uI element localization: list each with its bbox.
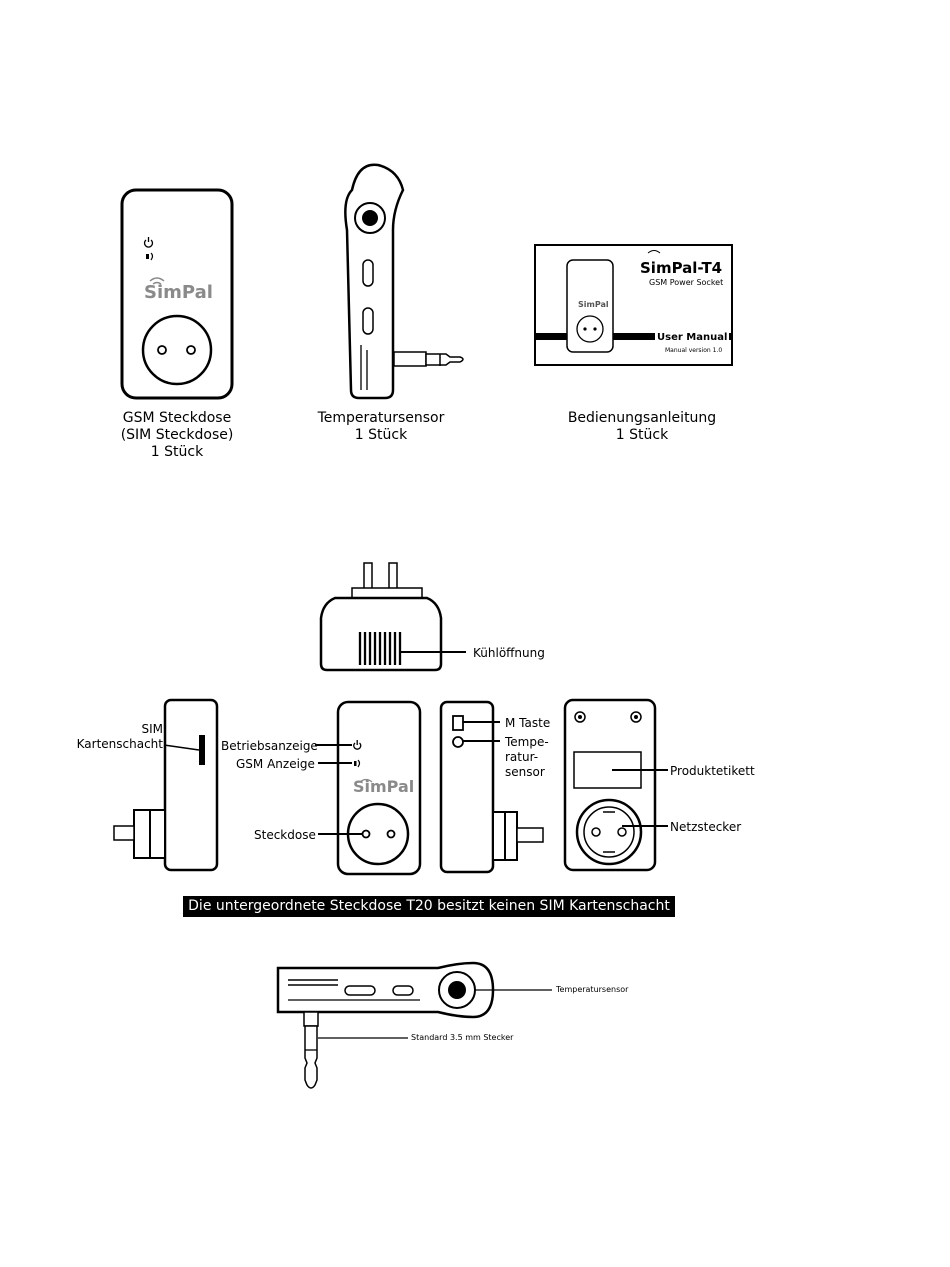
- label-power-indicator: Betriebsanzeige: [221, 739, 318, 753]
- wifi-icon: [149, 277, 165, 285]
- caption-temperature-sensor: Temperatursensor 1 Stück: [317, 410, 445, 443]
- manual-label: User Manual: [655, 332, 730, 343]
- manual-title: SimPal-T4: [640, 259, 723, 277]
- label-gsm-indicator: GSM Anzeige: [236, 757, 315, 771]
- manual-version: Manual version 1.0: [665, 347, 723, 354]
- caption-gsm-socket: GSM Steckdose (SIM Steckdose) 1 Stück: [120, 410, 234, 460]
- label-product-label: Produktetikett: [670, 764, 755, 778]
- manual-mini-logo: SimPal: [578, 300, 609, 309]
- front-brand-logo: SimPal: [353, 777, 415, 796]
- label-sensor-plug: Standard 3.5 mm Stecker: [411, 1033, 514, 1042]
- power-icon: [143, 237, 154, 248]
- label-temp-sensor-port: Tempe- ratur- sensor: [505, 735, 549, 779]
- label-sim-slot: SIM Kartenschacht: [76, 722, 163, 751]
- manual-subtitle: GSM Power Socket: [649, 278, 724, 287]
- power-indicator-icon: [353, 740, 362, 750]
- t20-notice-banner: Die untergeordnete Steckdose T20 besitzt…: [183, 896, 675, 917]
- label-sensor: Temperatursensor: [556, 985, 629, 994]
- signal-icon: [146, 252, 154, 261]
- caption-user-manual: Bedienungsanleitung 1 Stück: [567, 410, 717, 443]
- brand-logo: SimPal: [144, 282, 213, 303]
- label-m-button: M Taste: [505, 716, 551, 730]
- label-plug: Netzstecker: [670, 820, 742, 834]
- label-cooling-vent: Kühlöffnung: [473, 646, 545, 660]
- gsm-indicator-icon: [354, 759, 361, 768]
- label-socket: Steckdose: [254, 828, 316, 842]
